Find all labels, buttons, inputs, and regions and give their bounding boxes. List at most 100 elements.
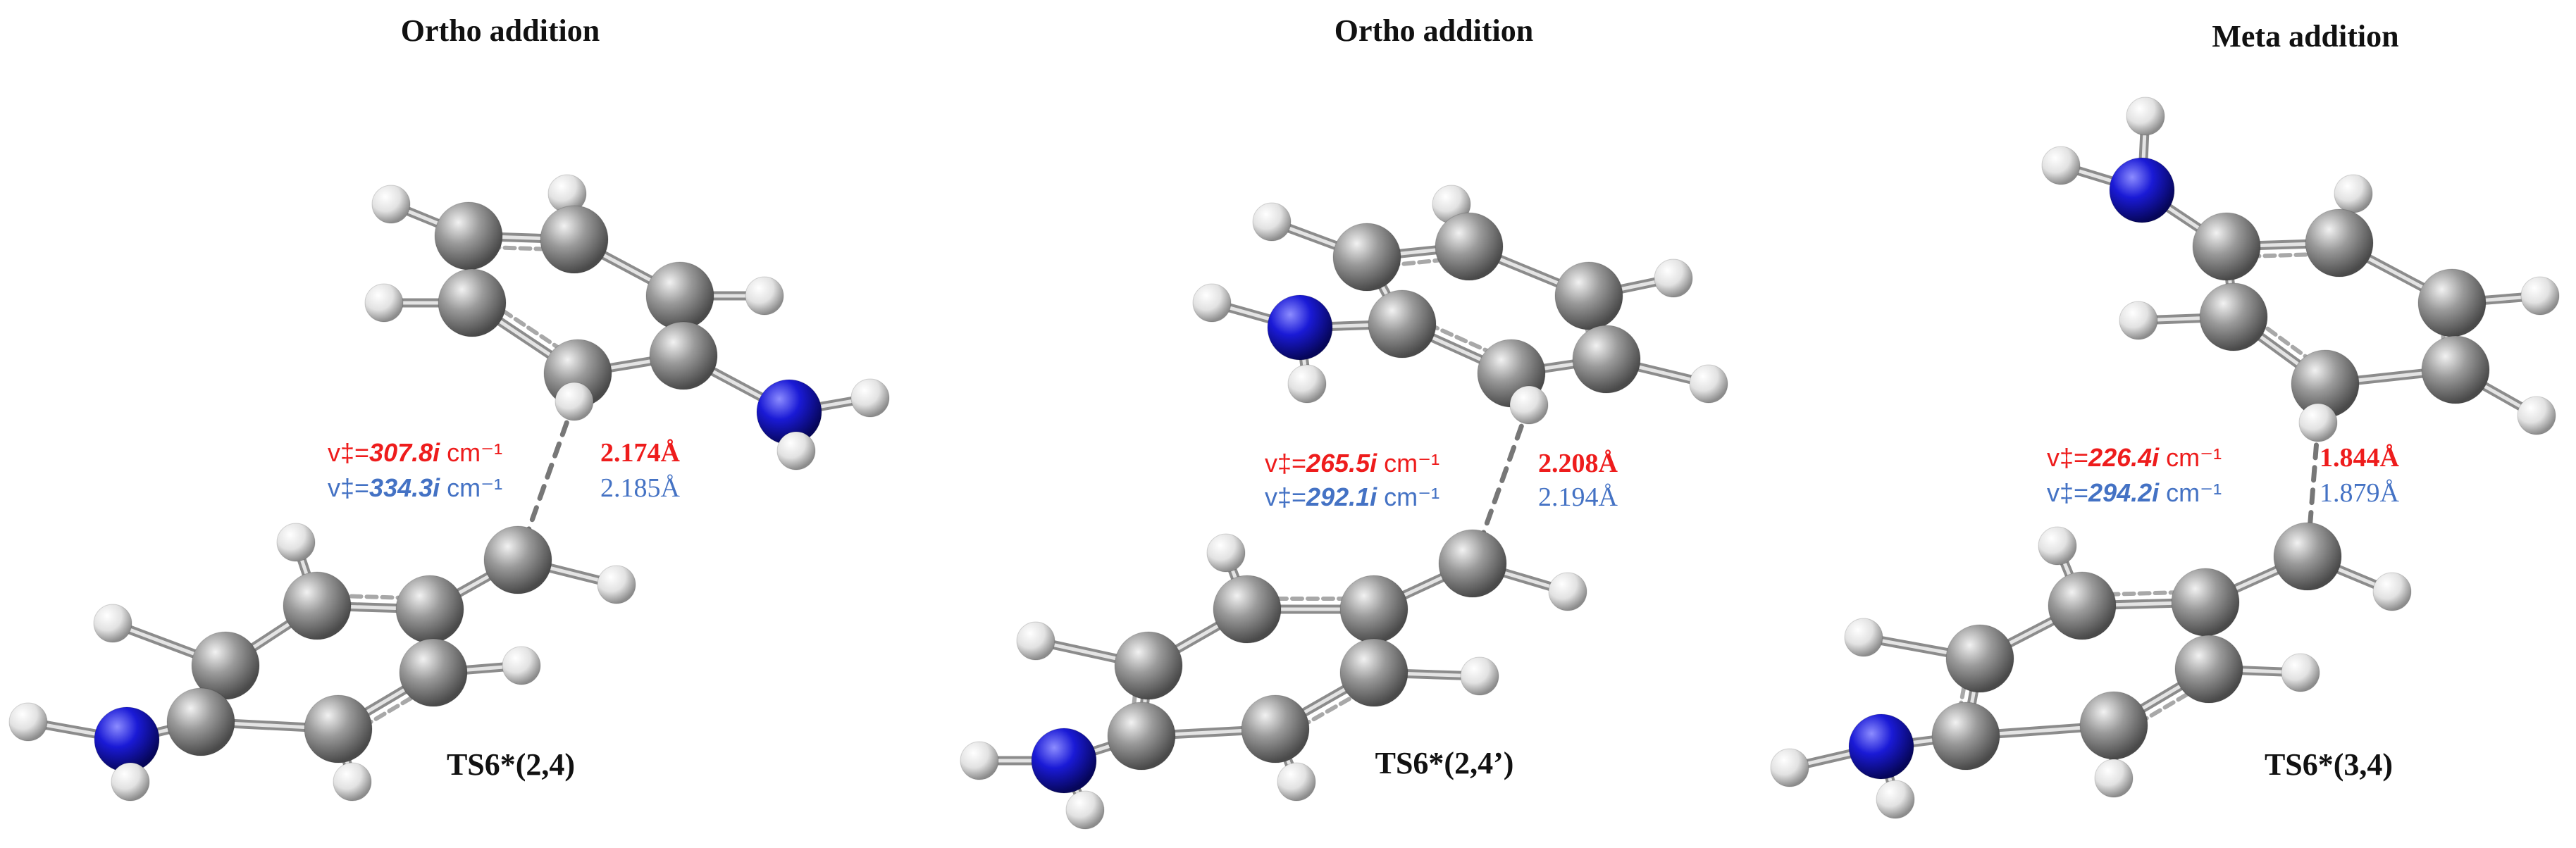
panel-1-distance-red: 2.174Å — [600, 438, 681, 468]
panel-2-title: Ortho addition — [1335, 13, 1533, 48]
hydrogen-atom — [2517, 396, 2556, 435]
panel-3-freq-red: v‡=226.4i cm⁻¹ — [2047, 443, 2222, 472]
hydrogen-atom — [2298, 403, 2338, 442]
panel-1-freq-blue: v‡=334.3i cm⁻¹ — [328, 473, 502, 502]
carbon-atom — [2171, 568, 2240, 637]
carbon-atom — [1368, 289, 1437, 358]
panel-3-ts-label: TS6*(3,4) — [2265, 747, 2393, 782]
hydrogen-atom — [1876, 780, 1915, 819]
carbon-atom — [2305, 208, 2374, 278]
carbon-atom — [399, 638, 468, 707]
hydrogen-atom — [960, 741, 999, 780]
panel-1: Ortho addition v‡=307.8i cm⁻¹ v‡=334.3i … — [8, 13, 890, 802]
hydrogen-atom — [1770, 748, 1809, 787]
panel-1-ts-label: TS6*(2,4) — [447, 747, 575, 782]
nitrogen-atom — [1267, 294, 1333, 361]
hydrogen-atom — [1844, 618, 1883, 657]
hydrogen-atom — [111, 762, 150, 802]
nitrogen-atom — [1848, 713, 1914, 780]
panel-1-distance-blue: 2.185Å — [600, 473, 681, 503]
hydrogen-atom — [2126, 96, 2165, 136]
carbon-atom — [2192, 212, 2261, 281]
carbon-atom — [1241, 694, 1310, 763]
nitrogen-atom — [2109, 157, 2175, 223]
carbon-atom — [2174, 635, 2243, 704]
hydrogen-atom — [8, 702, 48, 742]
panel-3-title: Meta addition — [2212, 19, 2398, 54]
panel-3: Meta addition v‡=226.4i cm⁻¹ v‡=294.2i c… — [1770, 19, 2560, 819]
carbon-atom — [1114, 631, 1183, 700]
carbon-atom — [483, 525, 552, 594]
hydrogen-atom — [1548, 572, 1587, 611]
carbon-atom — [1572, 325, 1641, 394]
panel-3-freq-blue: v‡=294.2i cm⁻¹ — [2047, 478, 2222, 507]
carbon-atom — [2417, 268, 2487, 337]
molecule-1 — [8, 174, 890, 802]
carbon-atom — [1945, 624, 2014, 693]
hydrogen-atom — [1654, 258, 1693, 298]
carbon-atom — [1332, 223, 1401, 292]
hydrogen-atom — [1509, 385, 1549, 425]
nitrogen-atom — [1031, 728, 1097, 794]
hydrogen-atom — [502, 646, 541, 685]
carbon-atom — [1931, 702, 2000, 771]
carbon-atom — [2048, 571, 2117, 640]
hydrogen-atom — [1016, 621, 1055, 661]
panel-3-distance-blue: 1.879Å — [2320, 478, 2400, 508]
hydrogen-atom — [1252, 202, 1292, 242]
nitrogen-atom — [94, 706, 160, 773]
hydrogen-atom — [1065, 790, 1105, 830]
carbon-atom — [395, 575, 464, 644]
hydrogen-atom — [1277, 762, 1316, 802]
hydrogen-atom — [555, 382, 594, 421]
carbon-atom — [1339, 638, 1408, 707]
carbon-atom — [283, 571, 352, 640]
hydrogen-atom — [745, 276, 784, 316]
carbon-atom — [645, 261, 714, 330]
panel-2-freq-red: v‡=265.5i cm⁻¹ — [1265, 449, 1439, 478]
hydrogen-atom — [2094, 759, 2134, 798]
hydrogen-atom — [2520, 276, 2560, 316]
carbon-atom — [540, 205, 609, 274]
carbon-atom — [649, 321, 718, 390]
hydrogen-atom — [2281, 653, 2320, 692]
panel-3-distance-red: 1.844Å — [2320, 443, 2400, 473]
carbon-atom — [1339, 575, 1408, 644]
panel-2-ts-label: TS6*(2,4’) — [1375, 746, 1514, 780]
hydrogen-atom — [2119, 301, 2158, 340]
carbon-atom — [304, 694, 373, 763]
carbon-atom — [1438, 529, 1507, 598]
panel-2-freq-blue: v‡=292.1i cm⁻¹ — [1265, 482, 1439, 511]
hydrogen-atom — [850, 378, 890, 418]
molecule-2 — [960, 185, 1728, 830]
hydrogen-atom — [371, 185, 411, 224]
hydrogen-atom — [333, 762, 372, 802]
carbon-atom — [1435, 212, 1504, 281]
panel-2: Ortho addition v‡=265.5i cm⁻¹ v‡=292.1i … — [960, 13, 1728, 830]
panel-2-distance-blue: 2.194Å — [1538, 482, 1618, 512]
hydrogen-atom — [1206, 533, 1246, 573]
panel-1-freq-red: v‡=307.8i cm⁻¹ — [328, 438, 502, 467]
carbon-atom — [1213, 575, 1282, 644]
carbon-atom — [2079, 691, 2148, 760]
hydrogen-atom — [776, 431, 816, 470]
hydrogen-atom — [2372, 572, 2412, 611]
hydrogen-atom — [2041, 146, 2081, 185]
carbon-atom — [434, 201, 503, 270]
hydrogen-atom — [1192, 283, 1232, 323]
hydrogen-atom — [597, 565, 636, 604]
carbon-atom — [2199, 282, 2268, 351]
carbon-atom — [438, 268, 507, 337]
hydrogen-atom — [276, 523, 316, 562]
molecule-3 — [1770, 96, 2560, 819]
hydrogen-atom — [1287, 364, 1327, 404]
carbon-atom — [2421, 335, 2490, 404]
hydrogen-atom — [2334, 174, 2373, 213]
hydrogen-atom — [1460, 656, 1499, 696]
carbon-atom — [2273, 522, 2342, 591]
panel-1-title: Ortho addition — [401, 13, 600, 48]
carbon-atom — [1554, 261, 1623, 330]
hydrogen-atom — [1689, 364, 1728, 404]
carbon-atom — [166, 687, 235, 756]
